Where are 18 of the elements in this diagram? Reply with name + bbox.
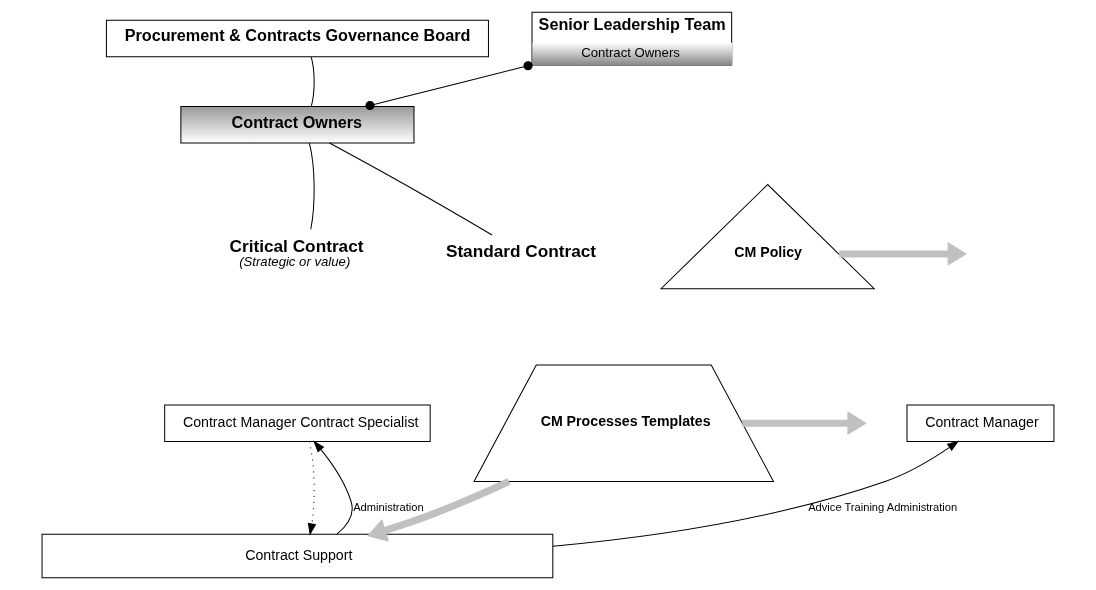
connector — [308, 142, 315, 230]
node-label: (Strategic or value) — [239, 253, 351, 269]
edge-label: Advice Training Administration — [808, 500, 958, 513]
node-text: Standard Contract — [445, 241, 597, 262]
node-box: Procurement & Contracts Governance Board — [105, 19, 489, 58]
connector — [365, 61, 533, 111]
arrow — [367, 478, 511, 542]
connector — [329, 142, 493, 236]
node-box: Contract Manager Contract Specialist — [164, 404, 431, 442]
node-box: Contract Owners — [180, 106, 415, 144]
edge-label: Administration — [353, 500, 424, 513]
node-box: Contract Support — [41, 533, 554, 579]
node-box: Contract Manager — [906, 404, 1055, 442]
node-text: Critical Contract — [229, 235, 364, 256]
arrow — [313, 440, 353, 535]
connector — [310, 56, 315, 107]
arrow — [552, 440, 960, 547]
arrow — [307, 441, 317, 536]
